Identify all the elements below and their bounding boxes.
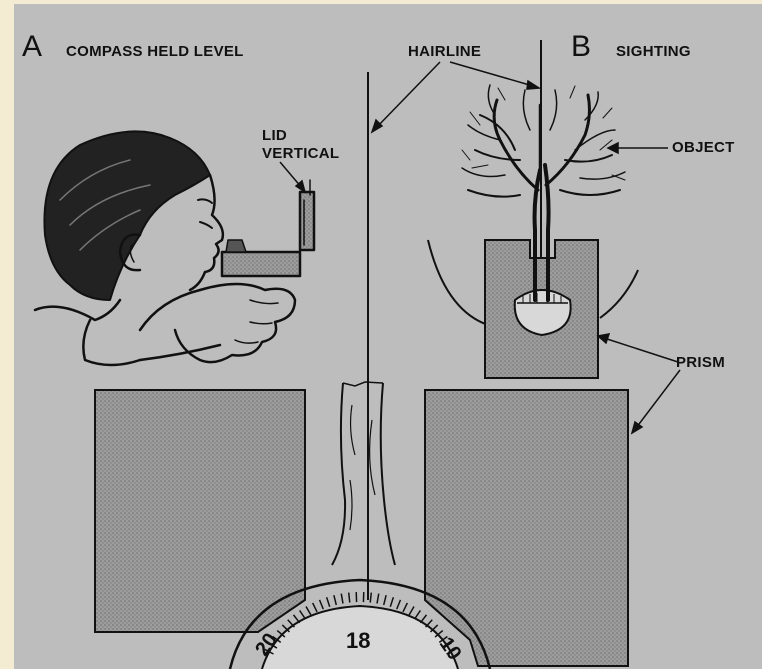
- prism-right-block: [425, 390, 628, 666]
- section-a-caption: COMPASS HELD LEVEL: [66, 44, 244, 59]
- prism-left-block: [95, 390, 305, 632]
- dial-tick: [306, 606, 311, 615]
- lid-label-line2: VERTICAL: [262, 146, 339, 161]
- dial-tick: [420, 615, 426, 623]
- lid-leader: [280, 162, 305, 192]
- tree-trunk: [332, 382, 395, 565]
- dial-tick: [320, 600, 324, 609]
- dial-tick: [294, 615, 300, 623]
- section-b-letter: B: [571, 32, 591, 62]
- section-a-letter: A: [22, 32, 42, 62]
- dial-tick: [397, 600, 401, 609]
- dial-tick: [334, 595, 336, 605]
- dial-tick: [327, 597, 330, 607]
- dial-tick: [349, 593, 350, 603]
- dial-tick: [415, 610, 421, 618]
- dial-tick: [300, 610, 306, 618]
- dial-tick: [384, 595, 386, 605]
- object-leader: [608, 143, 668, 153]
- section-b-caption: SIGHTING: [616, 44, 691, 59]
- object-label: OBJECT: [672, 140, 735, 155]
- dial-value-center: 18: [346, 630, 370, 652]
- dial-tick: [370, 593, 371, 603]
- dial-tick: [409, 606, 414, 615]
- dial-tick: [390, 597, 393, 607]
- dial-tick: [403, 603, 407, 612]
- lid-label-line1: LID: [262, 128, 287, 143]
- hairline-leaders: [372, 62, 539, 132]
- dial-tick: [313, 603, 317, 612]
- man-with-compass: [35, 131, 314, 365]
- dial-tick: [341, 594, 343, 604]
- dial-tick: [377, 594, 379, 604]
- hairline-label: HAIRLINE: [408, 44, 481, 59]
- prism-label: PRISM: [676, 355, 725, 370]
